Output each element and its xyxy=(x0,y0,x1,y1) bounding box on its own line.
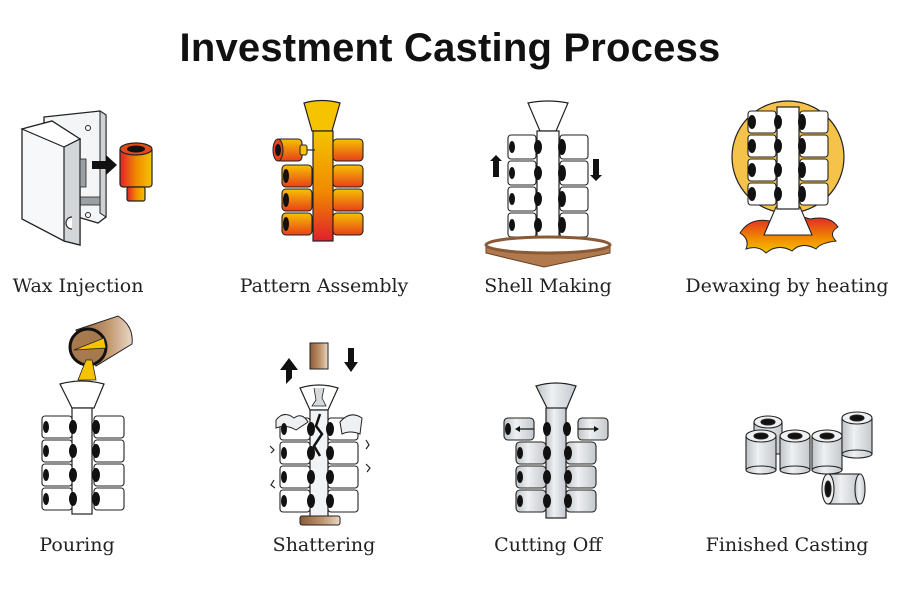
step-dewaxing: Dewaxing by heating xyxy=(670,95,900,305)
arrow-down-icon xyxy=(344,348,358,372)
cut-off-icon xyxy=(503,382,609,519)
page-title: Investment Casting Process xyxy=(179,26,721,70)
step-label: Wax Injection xyxy=(12,275,144,297)
finished-parts-icon xyxy=(745,411,873,505)
step-label: Shell Making xyxy=(484,275,612,297)
step-shell-making: Shell Making xyxy=(450,95,670,305)
arrow-up-icon xyxy=(280,358,298,384)
step-label: Cutting Off xyxy=(494,534,602,556)
arrow-down-icon xyxy=(590,159,602,181)
step-label: Finished Casting xyxy=(705,534,869,556)
pouring-ladle-icon xyxy=(41,315,133,515)
shell-shatter-icon xyxy=(269,342,371,526)
hammer-icon xyxy=(309,342,329,370)
step-shattering: Shattering xyxy=(230,330,430,560)
shell-dipping-icon xyxy=(484,100,612,268)
arrow-up-icon xyxy=(490,155,502,177)
arrow-right-icon xyxy=(594,426,599,432)
wax-injection-mold-icon xyxy=(20,110,153,246)
step-label: Dewaxing by heating xyxy=(685,275,889,297)
step-label: Pouring xyxy=(39,534,115,556)
arrow-right-icon xyxy=(92,155,117,175)
arrow-left-icon xyxy=(515,426,520,432)
dewax-heat-icon xyxy=(731,100,845,254)
step-wax-injection: Wax Injection xyxy=(0,95,220,305)
pattern-tree-icon xyxy=(272,99,364,242)
step-label: Pattern Assembly xyxy=(239,275,409,297)
step-pouring: Pouring xyxy=(0,315,220,558)
step-cutting-off: Cutting Off xyxy=(470,360,650,560)
step-pattern-assembly: Pattern Assembly xyxy=(220,95,450,305)
step-finished-casting: Finished Casting xyxy=(680,390,900,570)
step-label: Shattering xyxy=(272,534,376,556)
